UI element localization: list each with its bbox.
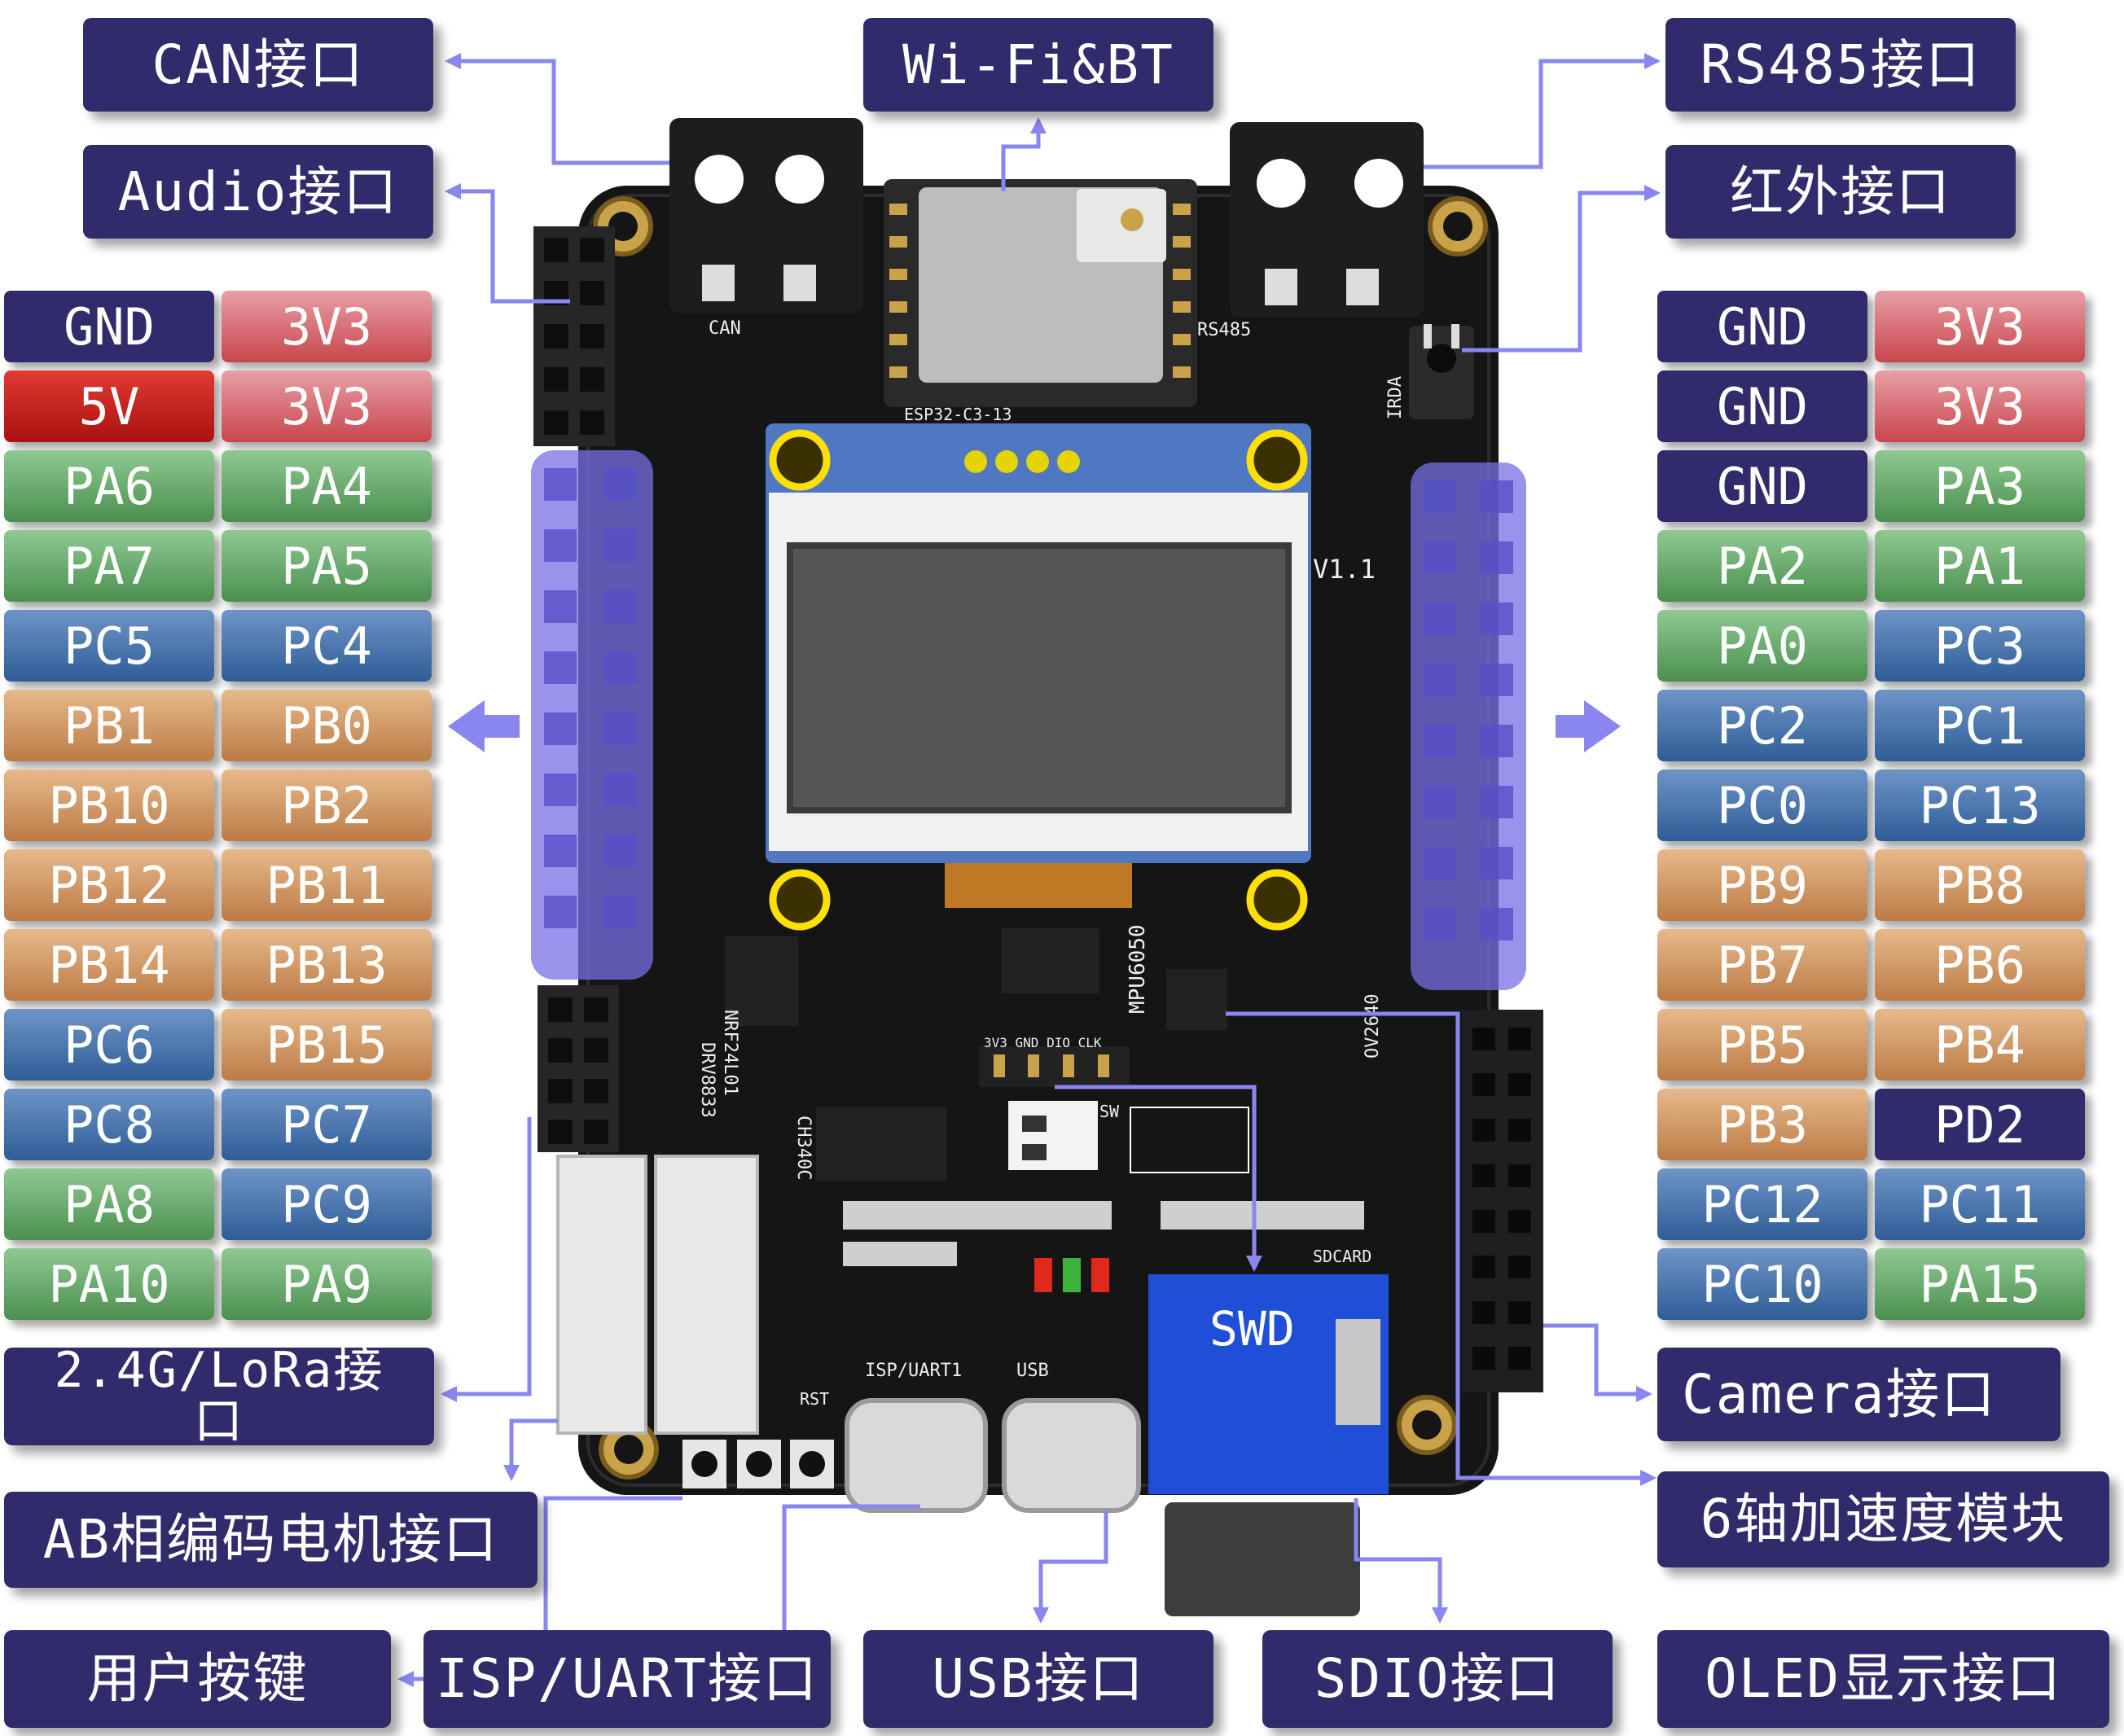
board-label-ch340: CH340C bbox=[793, 1116, 814, 1180]
esp32-module bbox=[884, 179, 1197, 407]
left-pin-pb11: PB11 bbox=[222, 849, 432, 921]
right-pin-pc3: PC3 bbox=[1875, 610, 2085, 682]
right-pin-gnd: GND bbox=[1657, 370, 1867, 442]
callout-wifi: Wi-Fi&BT bbox=[863, 18, 1213, 112]
ch340-chip bbox=[816, 1107, 946, 1181]
left-pin-pc5: PC5 bbox=[4, 610, 214, 682]
callout-ir: 红外接口 bbox=[1665, 145, 2016, 239]
rs485-terminal-block bbox=[1230, 122, 1424, 318]
right-pin-pb6: PB6 bbox=[1875, 929, 2085, 1001]
can-terminal-block bbox=[669, 118, 863, 313]
left-pin-pc7: PC7 bbox=[222, 1089, 432, 1160]
left-pin-pb15: PB15 bbox=[222, 1009, 432, 1081]
left-pin-pb0: PB0 bbox=[222, 690, 432, 761]
regulator bbox=[1002, 928, 1099, 993]
right-pin-pb8: PB8 bbox=[1875, 849, 2085, 921]
left-pin-pa10: PA10 bbox=[4, 1248, 214, 1320]
left-pin-pb10: PB10 bbox=[4, 769, 214, 841]
board-label-drv: DRV8833 bbox=[697, 1042, 718, 1118]
board-label-can: CAN bbox=[709, 318, 741, 339]
left-pin-pa6: PA6 bbox=[4, 450, 214, 522]
right-pin-pc0: PC0 bbox=[1657, 769, 1867, 841]
board-label-usb: USB bbox=[1016, 1361, 1049, 1381]
board-label-ov: OV2640 bbox=[1363, 994, 1383, 1059]
mpu-chip bbox=[1166, 969, 1227, 1030]
board-label-irda: IRDA bbox=[1385, 376, 1406, 419]
right-pin-pc12: PC12 bbox=[1657, 1168, 1867, 1240]
left-pin-5v: 5V bbox=[4, 370, 214, 442]
boot-switch bbox=[1008, 1101, 1098, 1170]
right-pin-pc2: PC2 bbox=[1657, 690, 1867, 761]
board-label-sd: SDCARD bbox=[1313, 1247, 1371, 1266]
board-label-esp: ESP32-C3-13 bbox=[904, 405, 1012, 424]
callout-rs485: RS485接口 bbox=[1665, 18, 2016, 112]
right-pin-pd2: PD2 bbox=[1875, 1089, 2085, 1160]
oled-display bbox=[766, 423, 1311, 927]
board-label-ver: V1.1 bbox=[1313, 554, 1376, 585]
ir-receiver bbox=[1409, 324, 1474, 419]
board-label-rs485: RS485 bbox=[1197, 320, 1251, 340]
right-pin-pa1: PA1 bbox=[1875, 530, 2085, 602]
callout-user-key: 用户按键 bbox=[4, 1630, 391, 1728]
user-buttons bbox=[682, 1440, 834, 1488]
callout-can: CAN接口 bbox=[83, 18, 433, 112]
right-pin-pb3: PB3 bbox=[1657, 1089, 1867, 1160]
status-leds bbox=[1034, 1258, 1109, 1292]
right-pin-pc11: PC11 bbox=[1875, 1168, 2085, 1240]
left-pin-gnd: GND bbox=[4, 291, 214, 362]
right-pin-pb5: PB5 bbox=[1657, 1009, 1867, 1081]
left-pin-pa8: PA8 bbox=[4, 1168, 214, 1240]
right-pin-pc13: PC13 bbox=[1875, 769, 2085, 841]
right-pin-pc10: PC10 bbox=[1657, 1248, 1867, 1320]
left-pin-3v3: 3V3 bbox=[222, 370, 432, 442]
callout-ab-motor: AB相编码电机接口 bbox=[4, 1492, 538, 1588]
camera-header bbox=[1462, 1010, 1543, 1392]
board-label-isp: ISP/UART1 bbox=[865, 1361, 962, 1381]
right-pin-pa3: PA3 bbox=[1875, 450, 2085, 522]
board-label-rst: RST bbox=[800, 1389, 829, 1409]
callout-audio: Audio接口 bbox=[83, 145, 433, 239]
right-pin-pc1: PC1 bbox=[1875, 690, 2085, 761]
right-pin-pa0: PA0 bbox=[1657, 610, 1867, 682]
right-pin-3v3: 3V3 bbox=[1875, 370, 2085, 442]
callout-oled: OLED显示接口 bbox=[1657, 1630, 2109, 1728]
right-pin-gnd: GND bbox=[1657, 291, 1867, 362]
left-pin-pc6: PC6 bbox=[4, 1009, 214, 1081]
left-pin-pc8: PC8 bbox=[4, 1089, 214, 1160]
callout-usb: USB接口 bbox=[863, 1630, 1213, 1728]
left-pin-pb2: PB2 bbox=[222, 769, 432, 841]
left-pin-pb1: PB1 bbox=[4, 690, 214, 761]
callout-lora: 2.4G/LoRa接口 bbox=[4, 1348, 434, 1445]
left-pin-pb12: PB12 bbox=[4, 849, 214, 921]
motor-connectors bbox=[558, 1156, 757, 1433]
callout-camera: Camera接口 bbox=[1657, 1348, 2060, 1441]
left-pin-pa9: PA9 bbox=[222, 1248, 432, 1320]
right-pin-pb4: PB4 bbox=[1875, 1009, 2085, 1081]
callout-imu: 6轴加速度模块 bbox=[1657, 1471, 2109, 1567]
right-pin-pb9: PB9 bbox=[1657, 849, 1867, 921]
left-pin-pa5: PA5 bbox=[222, 530, 432, 602]
left-pin-pb13: PB13 bbox=[222, 929, 432, 1001]
board-label-nrf: NRF24L01 bbox=[720, 1010, 740, 1096]
left-pin-pc9: PC9 bbox=[222, 1168, 432, 1240]
left-pin-pc4: PC4 bbox=[222, 610, 432, 682]
right-pin-3v3: 3V3 bbox=[1875, 291, 2085, 362]
right-pin-gnd: GND bbox=[1657, 450, 1867, 522]
left-pin-3v3: 3V3 bbox=[222, 291, 432, 362]
right-pin-pb7: PB7 bbox=[1657, 929, 1867, 1001]
board-label-mpu: MPU6050 bbox=[1126, 924, 1150, 1014]
swd-header bbox=[979, 1046, 1130, 1087]
callout-sdio: SDIO接口 bbox=[1262, 1630, 1613, 1728]
right-pin-pa2: PA2 bbox=[1657, 530, 1867, 602]
board-label-sw-header: 3V3 GND DIO CLK bbox=[984, 1035, 1102, 1050]
left-pin-pb14: PB14 bbox=[4, 929, 214, 1001]
board-label-swd: SWD bbox=[1209, 1301, 1295, 1357]
board-label-sw: SW bbox=[1099, 1102, 1120, 1121]
callout-isp-uart: ISP/UART接口 bbox=[423, 1630, 831, 1728]
right-pin-pa15: PA15 bbox=[1875, 1248, 2085, 1320]
left-pin-pa7: PA7 bbox=[4, 530, 214, 602]
left-pin-pa4: PA4 bbox=[222, 450, 432, 522]
